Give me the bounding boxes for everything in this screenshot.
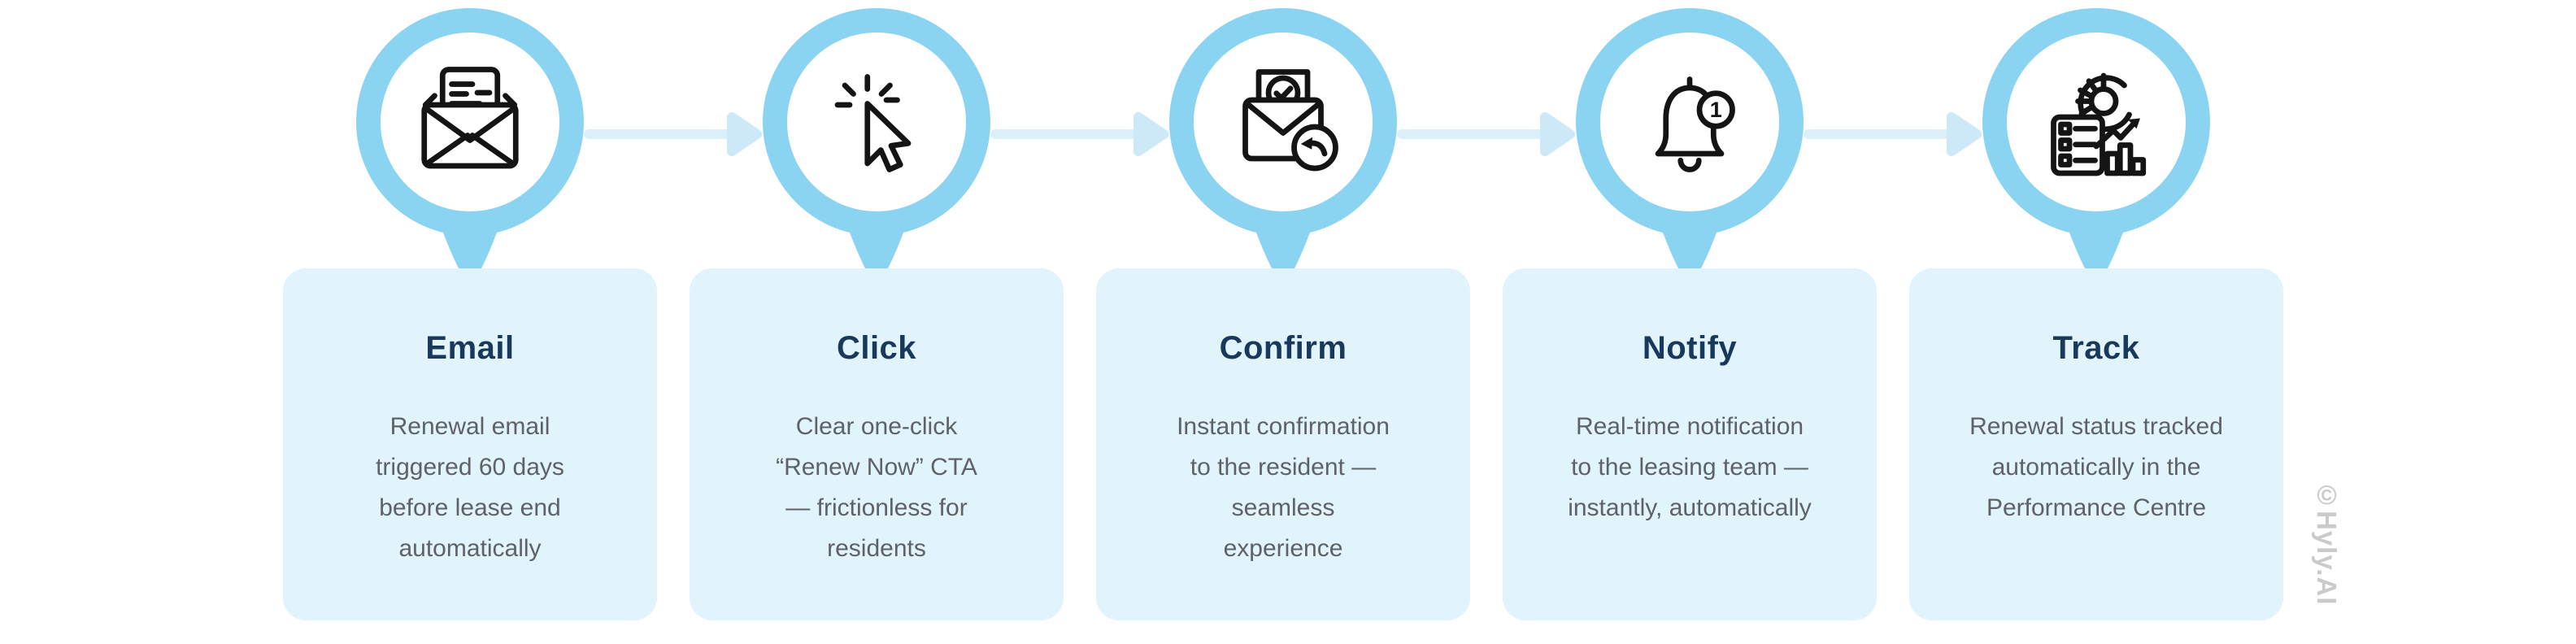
flow-arrow [1397,112,1575,156]
step-track: Track Renewal status tracked automatical… [1909,0,2283,644]
step-title: Email [425,330,515,366]
step-email: Email Renewal email triggered 60 days be… [283,0,657,644]
badge-count: 1 [1710,98,1722,122]
step-title: Confirm [1219,330,1347,366]
step-card: Email Renewal email triggered 60 days be… [283,268,657,620]
step-description: Real-time notification to the leasing te… [1568,413,1812,521]
step-notify: 1 Notify Real-time notification to the l… [1503,0,1877,644]
step-card: Track Renewal status tracked automatical… [1909,268,2283,620]
step-description: Renewal email triggered 60 days before l… [376,413,564,562]
confirmation-email-icon [1242,69,1338,172]
step-title: Track [2052,330,2140,366]
flow-arrow [1804,112,1982,156]
step-description: Instant confirmation to the resident — s… [1177,413,1390,562]
step-title: Click [836,330,917,366]
step-card: Click Clear one-click “Renew Now” CTA — … [690,268,1064,620]
step-click: Click Clear one-click “Renew Now” CTA — … [690,0,1064,644]
open-email-icon [421,67,519,169]
step-card: Notify Real-time notification to the lea… [1503,268,1877,620]
flow-arrow [990,112,1168,156]
notification-bell-icon: 1 [1655,76,1735,172]
step-card: Confirm Instant confirmation to the resi… [1096,268,1470,620]
step-description: Clear one-click “Renew Now” CTA — fricti… [776,413,977,562]
step-confirm: Confirm Instant confirmation to the resi… [1096,0,1470,644]
step-title: Notify [1642,330,1738,366]
analytics-icon [2051,72,2147,176]
step-description: Renewal status tracked automatically in … [1969,413,2223,521]
watermark: ©Hyly.AI [2312,480,2342,606]
cursor-click-icon [834,74,912,172]
flow-arrow [584,112,762,156]
